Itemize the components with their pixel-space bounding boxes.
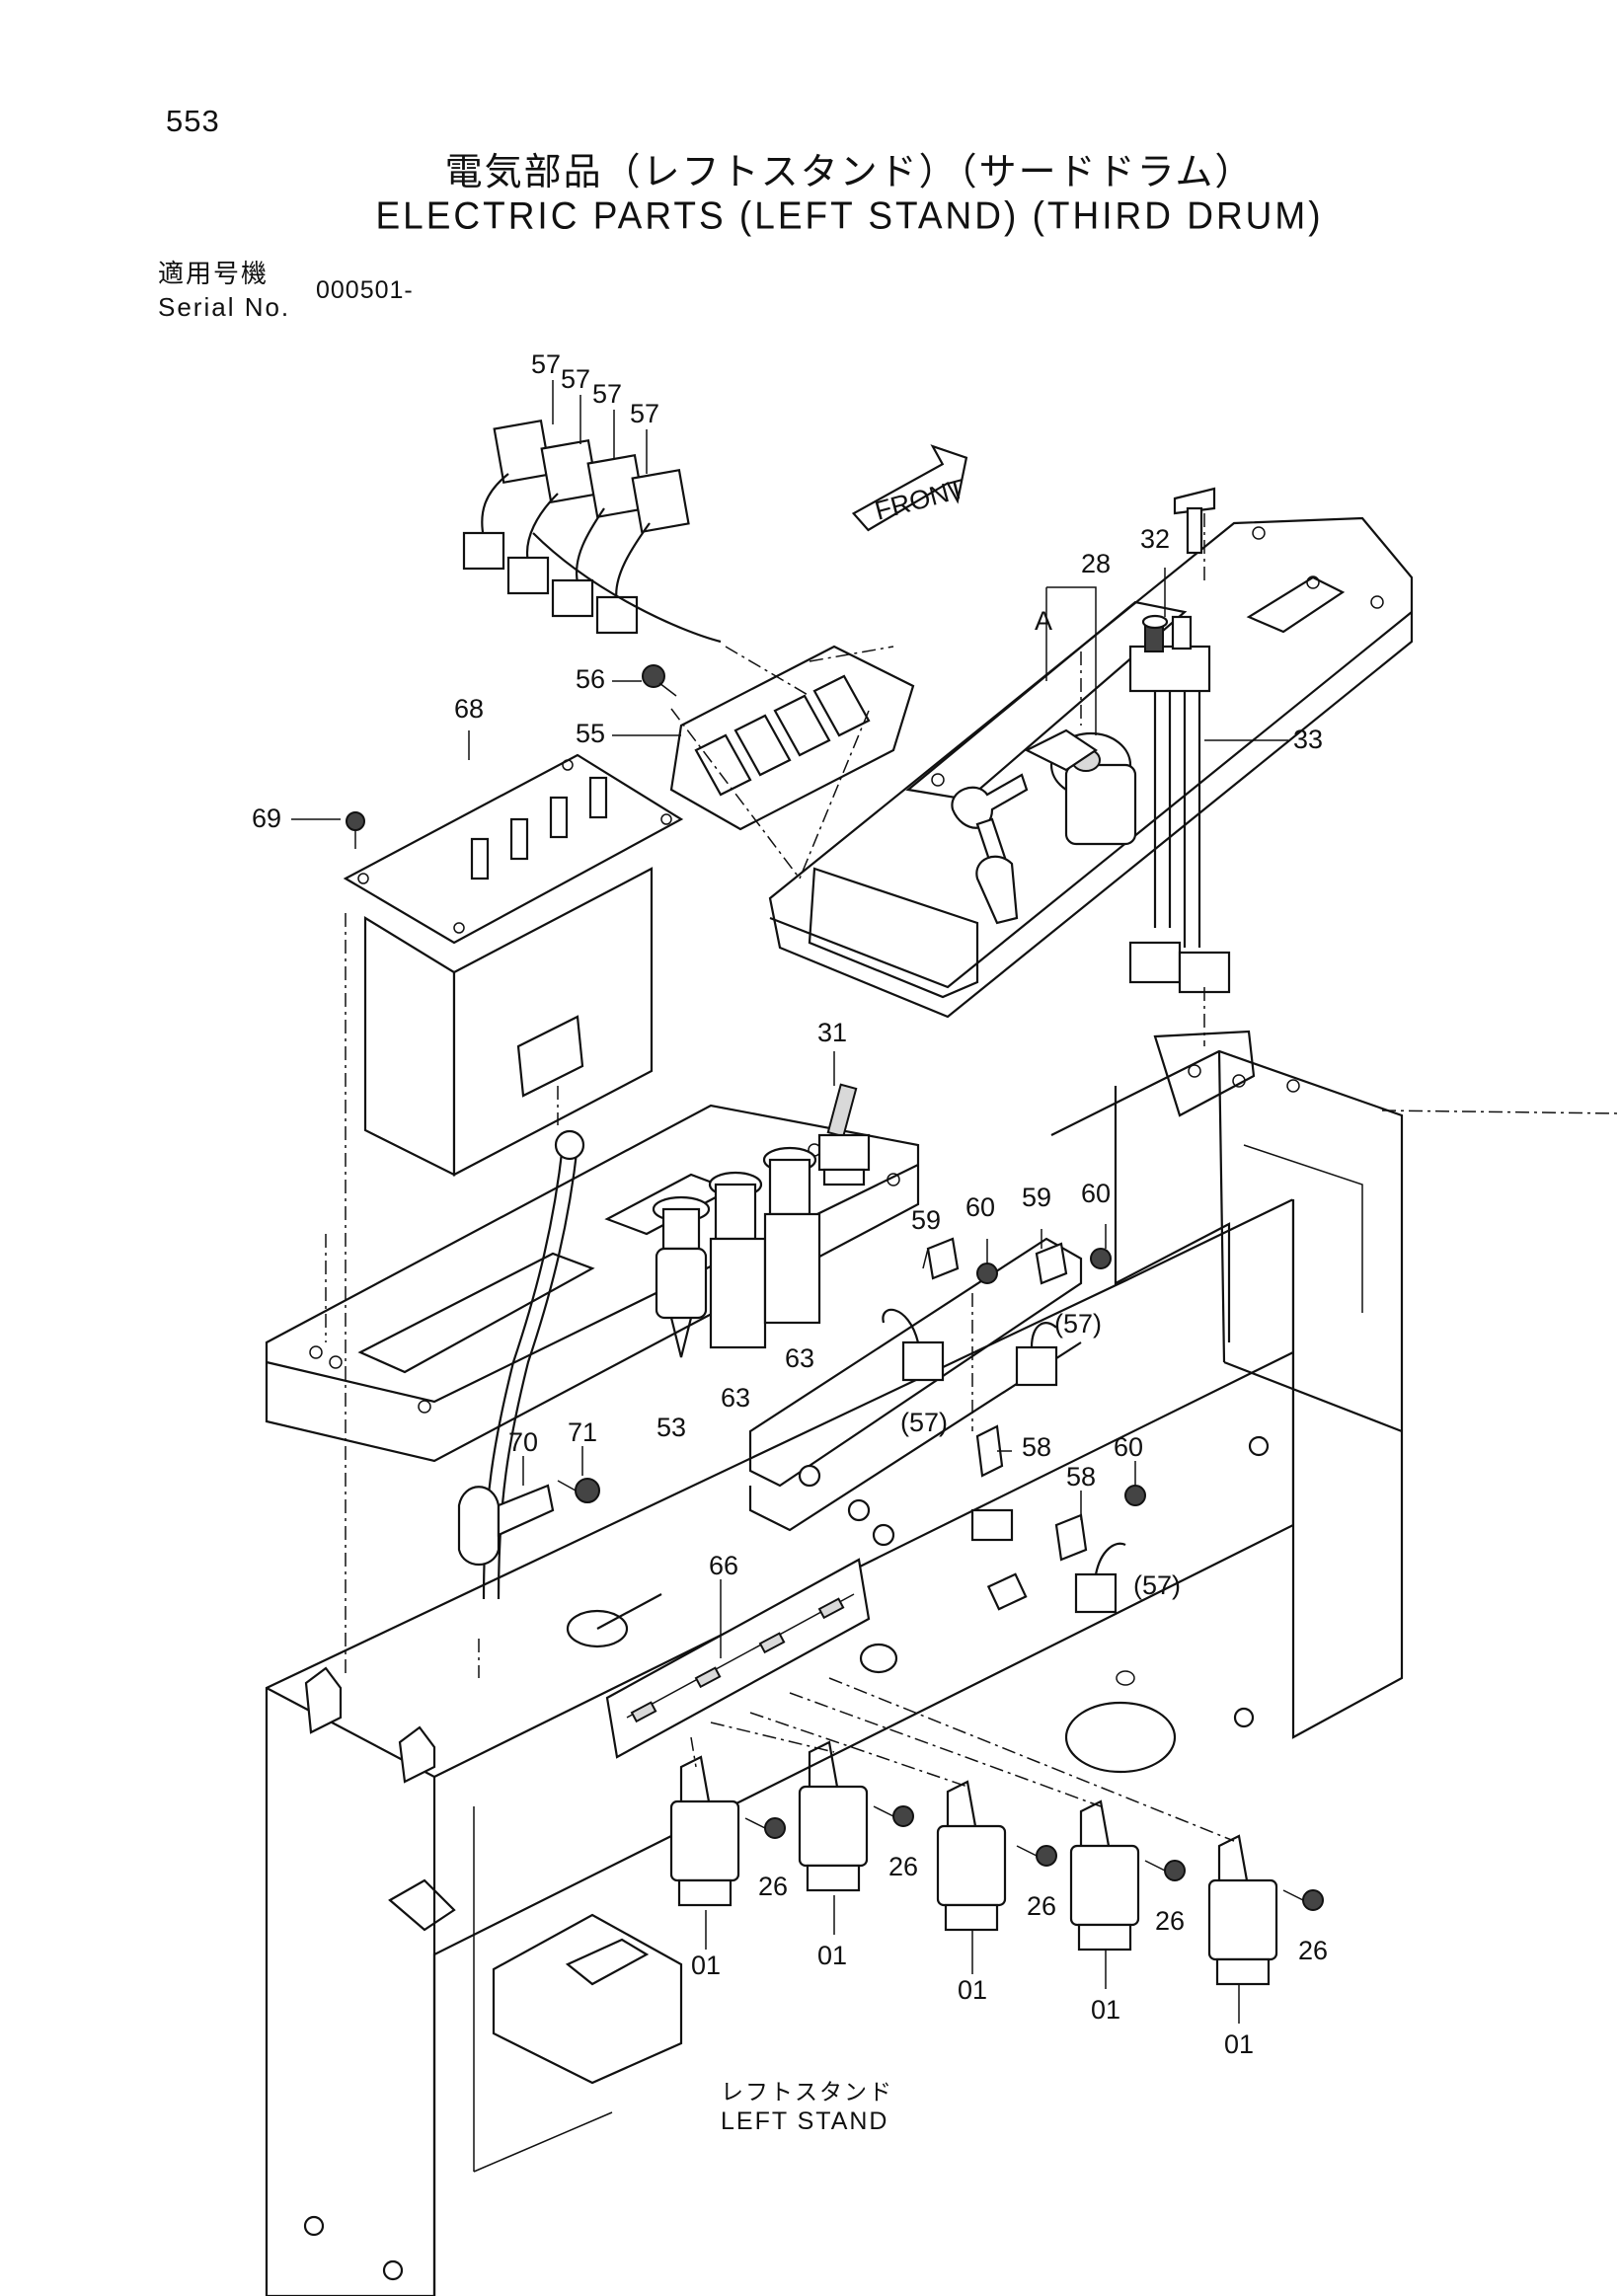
screw-top: [1173, 487, 1216, 555]
switch-63-a: [708, 1171, 767, 1349]
left-stand-frame: [265, 1049, 1404, 2296]
callout-59: 59: [911, 1205, 941, 1235]
relay-terminal-strip-66: [566, 1558, 898, 1759]
callout-58: 58: [1066, 1462, 1096, 1492]
callout-26: 26: [1155, 1906, 1185, 1936]
callout-57-paren: (57): [1054, 1309, 1102, 1339]
connector-57-e: [882, 1308, 945, 1382]
serial-value: 000501-: [316, 276, 414, 304]
connector-bracket-59-b: [1035, 1242, 1112, 1285]
callout-59: 59: [1022, 1183, 1051, 1212]
callout-01: 01: [817, 1941, 847, 1970]
callout-63: 63: [721, 1383, 750, 1413]
callout-71: 71: [568, 1417, 597, 1447]
callout-58: 58: [1022, 1432, 1051, 1462]
callout-26: 26: [888, 1852, 918, 1881]
toggle-switches: [470, 776, 608, 880]
serial-label: 適用号機 Serial No.: [158, 257, 290, 324]
caption-en: LEFT STAND: [721, 2107, 889, 2135]
page-title-jp: 電気部品（レフトスタンド）（サードドラム）: [444, 150, 1255, 193]
callout-60: 60: [1114, 1432, 1143, 1462]
relay-01-a: [669, 1755, 740, 1907]
connector-57-f: [1015, 1322, 1058, 1387]
connector-bracket-58-a: [970, 1424, 1014, 1542]
leader-lines: [291, 380, 1288, 2024]
toggle-switch-31: [817, 1083, 871, 1186]
screw-56: [642, 664, 677, 697]
knob-53: [652, 1195, 711, 1358]
callout-56: 56: [576, 664, 605, 694]
front-arrow: FRONT: [851, 444, 968, 532]
relay-bolts-26: [744, 1805, 1324, 1911]
relay-01-c: [936, 1780, 1007, 1932]
rocker-switch-57-a: [462, 419, 552, 571]
callout-57: 57: [561, 364, 590, 394]
assembly-guide-lines: [325, 513, 1620, 1678]
callout-63: 63: [785, 1343, 814, 1373]
callout-labels: 57 57 57 57 56 55 68 69 28 A 32 33 31 53…: [252, 349, 1328, 2059]
ignition-key-a: [951, 773, 1029, 925]
cable-clamp-70: [457, 1484, 555, 1566]
callout-69: 69: [252, 804, 281, 833]
wire-harness-33: [1128, 691, 1231, 994]
callout-01: 01: [958, 1975, 987, 2005]
page-title-en: ELECTRIC PARTS (LEFT STAND) (THIRD DRUM): [375, 193, 1324, 237]
callout-57-paren: (57): [900, 1408, 948, 1437]
connector-57-g: [1074, 1542, 1126, 1614]
callout-68: 68: [454, 694, 484, 724]
callout-a: A: [1035, 606, 1052, 636]
callout-26: 26: [758, 1872, 788, 1901]
connector-bracket-58-b: [986, 1485, 1146, 1611]
bolt-71: [557, 1478, 600, 1503]
callout-32: 32: [1140, 524, 1170, 554]
callout-57-paren: (57): [1133, 1570, 1181, 1600]
callout-26: 26: [1298, 1936, 1328, 1965]
rocker-switch-57-b: [506, 438, 599, 595]
switch-panel-55: [669, 645, 915, 831]
callout-33: 33: [1293, 725, 1323, 754]
callout-01: 01: [1224, 2029, 1254, 2059]
serial-label-en: Serial No.: [158, 292, 291, 322]
relay-01-b: [798, 1740, 869, 1892]
relay-01-d: [1069, 1799, 1140, 1952]
callout-53: 53: [656, 1413, 686, 1442]
key-switch-28: [1024, 728, 1137, 846]
frame-support-bracket: [748, 1030, 1300, 1547]
rocker-switch-57-c: [551, 453, 646, 618]
callout-26: 26: [1027, 1891, 1056, 1921]
callout-57: 57: [630, 399, 659, 428]
push-switch-32: [1128, 614, 1211, 693]
callout-28: 28: [1081, 549, 1111, 578]
callout-57: 57: [531, 349, 561, 379]
callout-01: 01: [691, 1951, 721, 1980]
rocker-switch-57-d: [595, 468, 690, 635]
page-number: 553: [166, 104, 220, 138]
caption-jp: レフトスタンド: [721, 2080, 893, 2105]
callout-01: 01: [1091, 1995, 1120, 2025]
callout-55: 55: [576, 719, 605, 748]
callout-66: 66: [709, 1551, 738, 1580]
callout-60: 60: [965, 1192, 995, 1222]
switch-box-68: [343, 753, 684, 1177]
callout-60: 60: [1081, 1179, 1111, 1208]
relay-01-e: [1207, 1834, 1278, 1986]
callout-70: 70: [508, 1427, 538, 1457]
switch-63-b: [762, 1146, 821, 1325]
callout-57: 57: [592, 379, 622, 409]
callout-31: 31: [817, 1018, 847, 1047]
serial-label-jp: 適用号機: [158, 259, 270, 288]
